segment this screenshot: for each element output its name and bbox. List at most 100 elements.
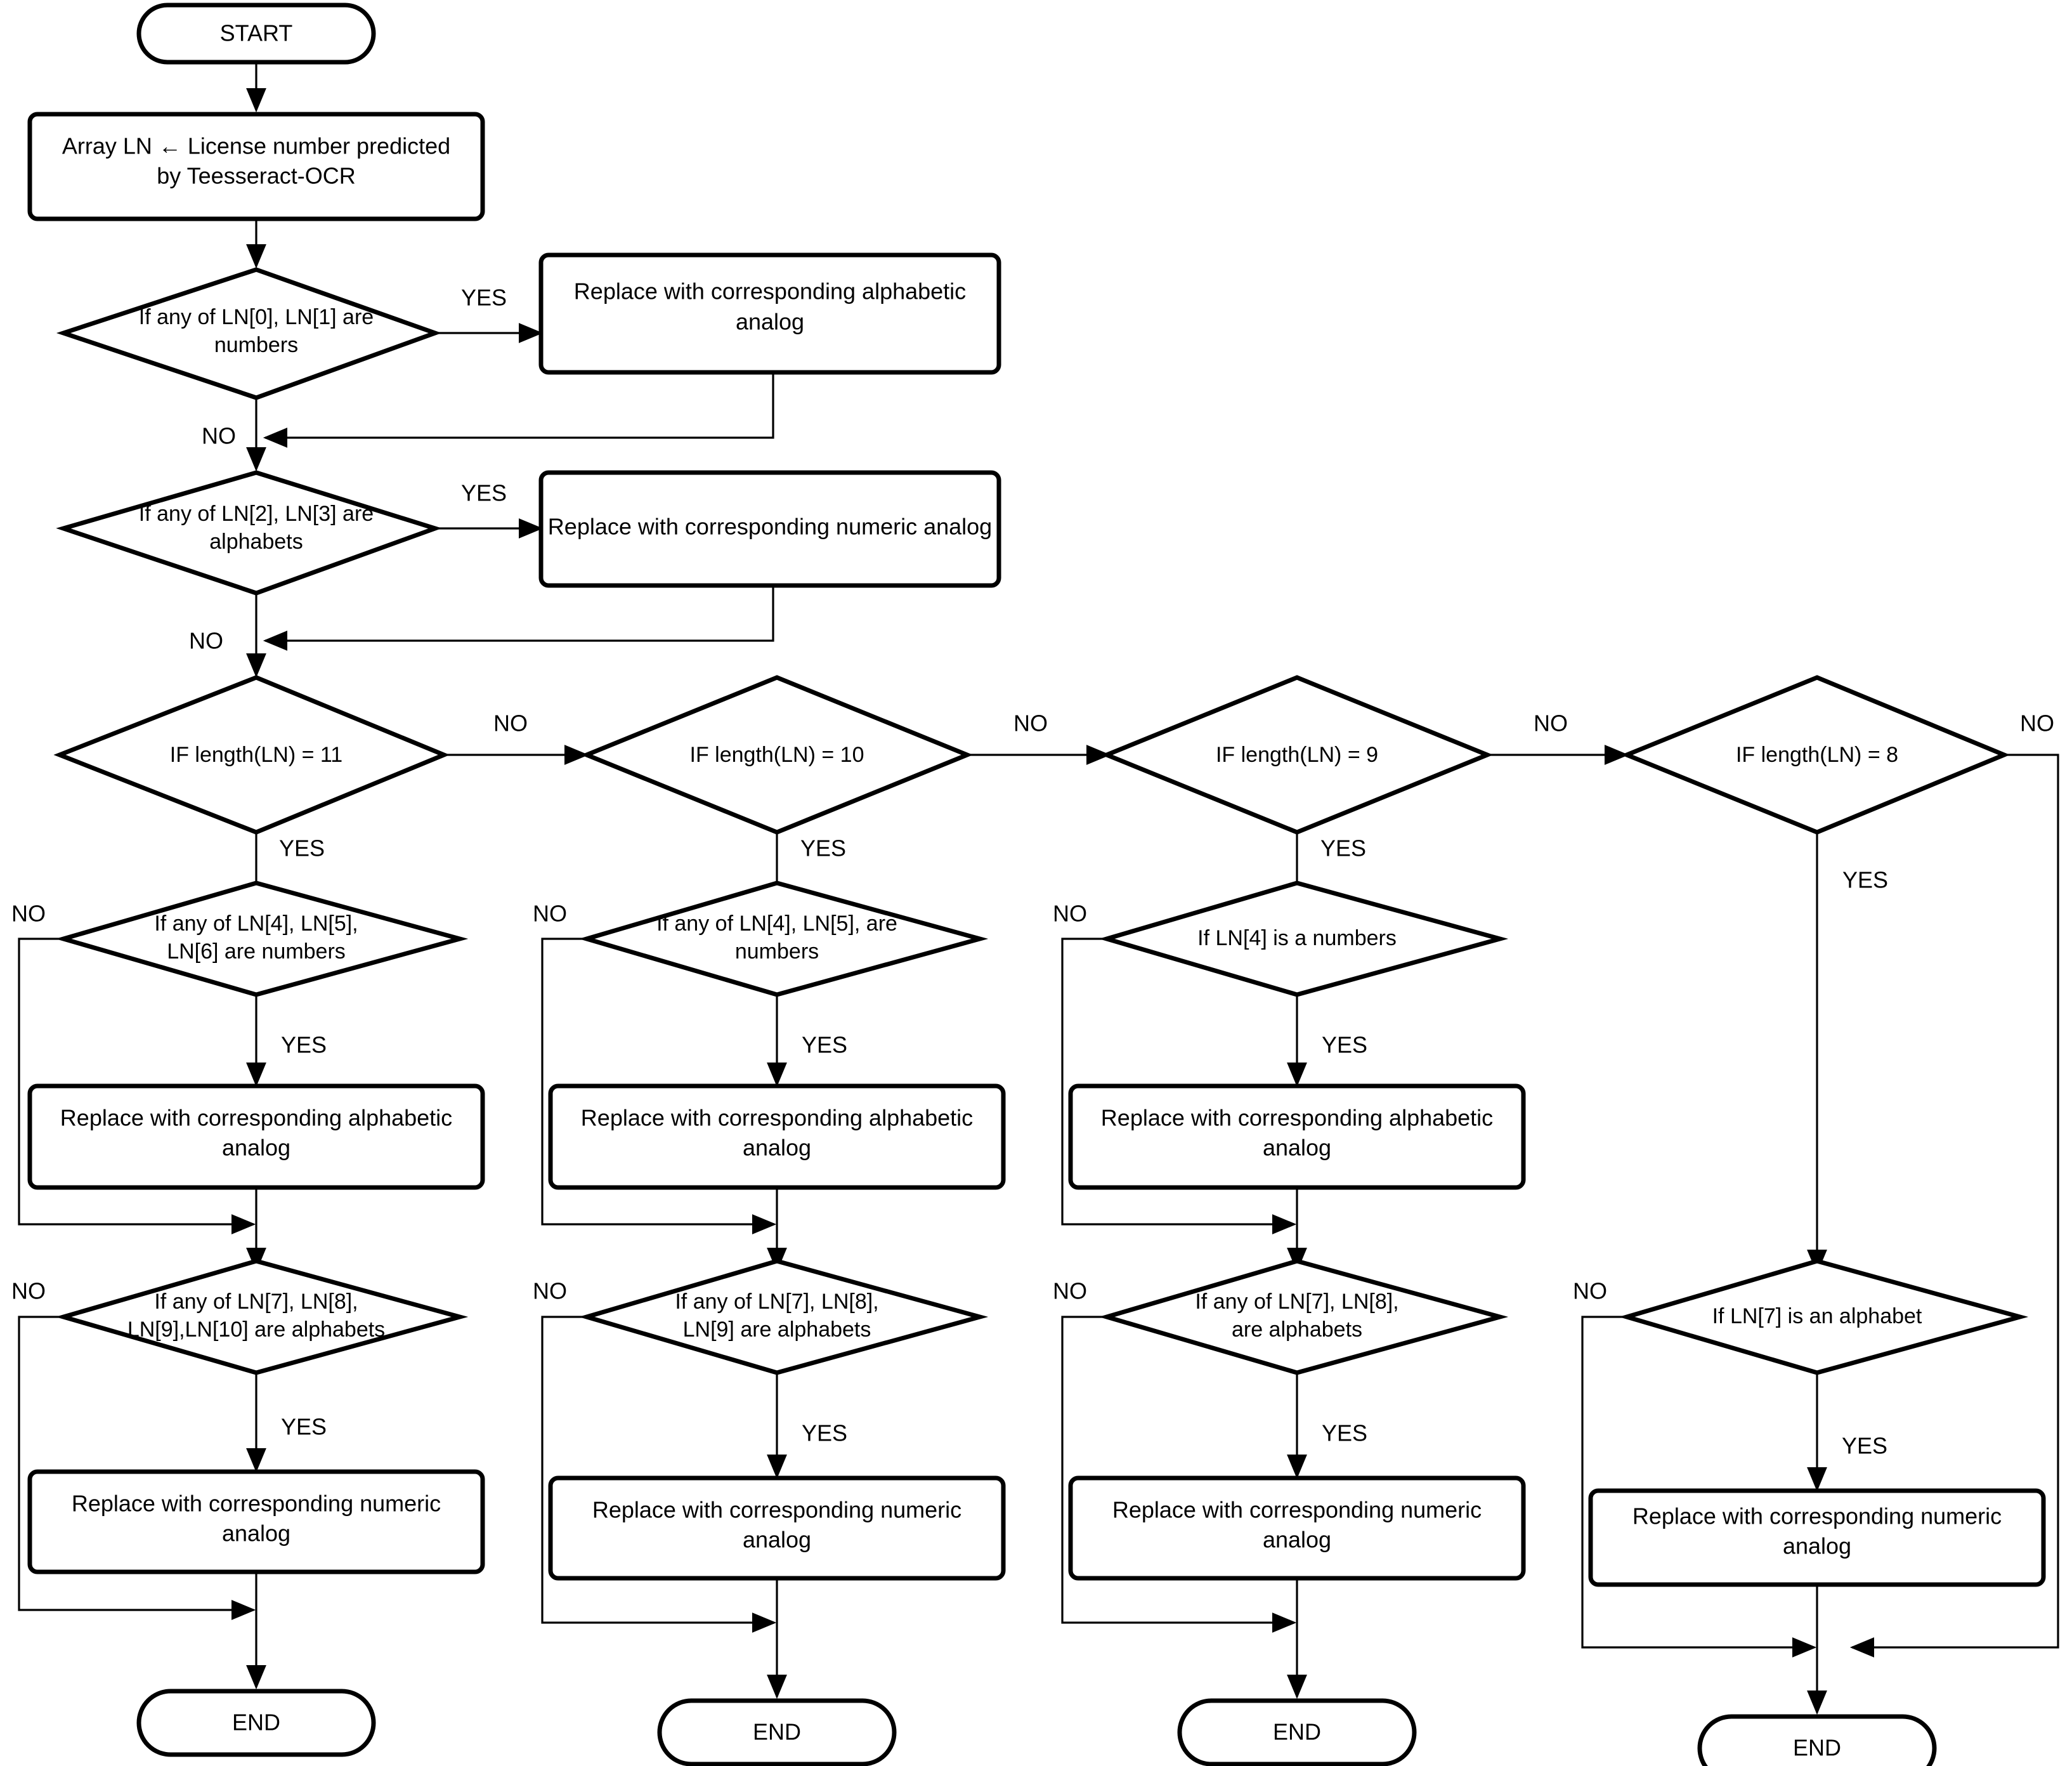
label-no-len8: NO [2020, 710, 2054, 736]
edge-c3-mid-no [1061, 938, 1297, 1234]
node-d23-line1: If any of LN[2], LN[3] are [139, 502, 374, 526]
edge-c2-mid-no [541, 938, 777, 1234]
node-decision-len10: IF length(LN) = 10 [580, 675, 974, 835]
label-yes-c4-low: YES [1842, 1433, 1887, 1459]
edge-label-group: YES NO YES NO NO NO NO NO YES YES YES YE… [11, 285, 2054, 1459]
node-c1mid-line1: If any of LN[4], LN[5], [154, 912, 358, 936]
edge-alphatop-merge [263, 372, 774, 448]
node-end-4: END [1697, 1714, 1937, 1766]
node-end4-label: END [1793, 1735, 1841, 1761]
node-decision-c4-low: If LN[7] is an alphabet [1619, 1259, 2029, 1375]
node-start-label: START [220, 20, 293, 46]
node-c1mid-line2: LN[6] are numbers [167, 939, 346, 964]
edge-c4-low-no [1581, 1316, 1817, 1658]
node-len11-label: IF length(LN) = 11 [170, 743, 342, 767]
label-no-c2-low: NO [533, 1278, 567, 1304]
node-decision-c1-low: If any of LN[7], LN[8], LN[9],LN[10] are… [55, 1259, 469, 1375]
node-c3alpha-line1: Replace with corresponding alphabetic [1101, 1105, 1493, 1131]
node-decision-c2-low: If any of LN[7], LN[8], LN[9] are alphab… [578, 1259, 989, 1375]
label-no-c4-low: NO [1573, 1278, 1607, 1304]
node-c2alpha-line1: Replace with corresponding alphabetic [581, 1105, 973, 1131]
label-yes-c1-mid: YES [281, 1032, 327, 1058]
node-alphatop-line2: analog [736, 309, 804, 335]
node-decision-ln23: If any of LN[2], LN[3] are alphabets [56, 470, 442, 596]
node-process-c1-num: Replace with corresponding numeric analo… [27, 1469, 485, 1574]
node-process-c2-num: Replace with corresponding numeric analo… [548, 1475, 1006, 1581]
node-c3low-line1: If any of LN[7], LN[8], [1195, 1290, 1398, 1314]
label-no-len10: NO [1013, 710, 1048, 736]
node-c4low-label: If LN[7] is an alphabet [1712, 1304, 1922, 1328]
label-yes-c2-mid: YES [802, 1032, 847, 1058]
node-len10-label: IF length(LN) = 10 [690, 743, 864, 767]
label-no-c2-mid: NO [533, 901, 567, 927]
node-c3alpha-line2: analog [1263, 1135, 1331, 1161]
node-decision-c3-low: If any of LN[7], LN[8], are alphabets [1098, 1259, 1509, 1375]
node-decision-len11: IF length(LN) = 11 [53, 675, 450, 835]
node-input-line1: Array LN ← License number predicted [62, 133, 450, 159]
node-c2num-line2: analog [743, 1527, 811, 1553]
edge-c3-low-no [1061, 1316, 1297, 1633]
node-c2mid-line1: If any of LN[4], LN[5], are [656, 912, 897, 936]
node-process-c3-alpha: Replace with corresponding alphabetic an… [1068, 1083, 1526, 1190]
node-c4num-line1: Replace with corresponding numeric [1632, 1503, 2002, 1529]
node-c2mid-line2: numbers [735, 939, 819, 964]
label-yes-len11: YES [279, 835, 325, 861]
label-yes-ln01: YES [461, 285, 507, 311]
node-input: Array LN ← License number predicted by T… [27, 112, 485, 221]
node-end1-label: END [232, 1710, 280, 1736]
label-no-c1-low: NO [11, 1278, 46, 1304]
node-c1alpha-line1: Replace with corresponding alphabetic [60, 1105, 452, 1131]
node-end3-label: END [1273, 1719, 1321, 1745]
node-c1num-line1: Replace with corresponding numeric [72, 1491, 441, 1517]
node-input-line2: by Teesseract-OCR [157, 163, 355, 189]
node-len9-label: IF length(LN) = 9 [1216, 743, 1378, 767]
node-c2low-line1: If any of LN[7], LN[8], [675, 1290, 878, 1314]
node-decision-len8: IF length(LN) = 8 [1620, 675, 2010, 835]
node-c2num-line1: Replace with corresponding numeric [592, 1497, 961, 1523]
node-decision-c2-mid: If any of LN[4], LN[5], are numbers [578, 880, 989, 997]
node-d01-line2: numbers [214, 333, 298, 357]
edge-numtop-merge [263, 585, 774, 651]
node-c3low-line2: are alphabets [1232, 1318, 1362, 1342]
node-c3num-line2: analog [1263, 1527, 1331, 1553]
node-alphatop-line1: Replace with corresponding alphabetic [574, 278, 966, 304]
label-no-ln01: NO [202, 423, 236, 449]
node-decision-c1-mid: If any of LN[4], LN[5], LN[6] are number… [55, 880, 469, 997]
node-process-c2-alpha: Replace with corresponding alphabetic an… [548, 1083, 1006, 1190]
node-end-3: END [1177, 1698, 1417, 1766]
node-end-2: END [657, 1698, 897, 1766]
label-yes-len10: YES [800, 835, 846, 861]
node-process-c3-num: Replace with corresponding numeric analo… [1068, 1475, 1526, 1581]
label-yes-c3-low: YES [1322, 1420, 1367, 1446]
label-yes-c1-low: YES [281, 1414, 327, 1440]
label-no-c1-mid: NO [11, 901, 46, 927]
label-no-c3-mid: NO [1053, 901, 1087, 927]
edge-c1-low-no [18, 1316, 256, 1620]
node-len8-label: IF length(LN) = 8 [1736, 743, 1898, 767]
node-c1num-line2: analog [222, 1521, 290, 1547]
node-end2-label: END [753, 1719, 801, 1745]
node-decision-len9: IF length(LN) = 9 [1100, 675, 1494, 835]
node-d23-line2: alphabets [209, 530, 303, 554]
node-c4num-line2: analog [1783, 1533, 1851, 1559]
node-c1low-line1: If any of LN[7], LN[8], [154, 1290, 358, 1314]
label-no-ln23: NO [189, 628, 223, 654]
node-process-c4-num: Replace with corresponding numeric analo… [1588, 1488, 2046, 1587]
node-c2alpha-line2: analog [743, 1135, 811, 1161]
label-no-len11: NO [493, 710, 528, 736]
node-c2low-line2: LN[9] are alphabets [683, 1318, 871, 1342]
node-end-1: END [136, 1689, 376, 1757]
edge-c1-mid-no [18, 938, 256, 1234]
label-yes-ln23: YES [461, 480, 507, 506]
node-numtop-line1: Replace with corresponding numeric analo… [548, 514, 992, 540]
node-c3num-line1: Replace with corresponding numeric [1112, 1497, 1482, 1523]
node-decision-c3-mid: If LN[4] is a numbers [1098, 880, 1509, 997]
label-yes-len8: YES [1842, 867, 1888, 893]
node-process-alpha-top: Replace with corresponding alphabetic an… [538, 252, 1001, 375]
node-process-c1-alpha: Replace with corresponding alphabetic an… [27, 1083, 485, 1190]
edge-len8-no [1849, 754, 2059, 1658]
label-no-c3-low: NO [1053, 1278, 1087, 1304]
edge-c2-low-no [541, 1316, 777, 1633]
node-process-numeric-top: Replace with corresponding numeric analo… [538, 470, 1001, 588]
